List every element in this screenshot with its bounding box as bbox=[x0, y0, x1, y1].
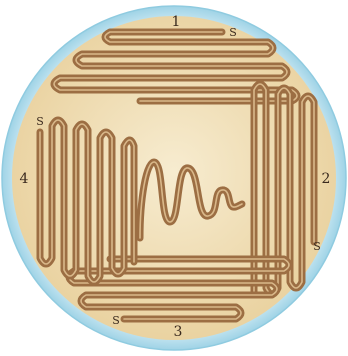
start-3-label: S bbox=[112, 314, 120, 327]
start-4-label: S bbox=[36, 115, 44, 128]
area-1-label: 1 bbox=[172, 14, 181, 30]
start-1-label: S bbox=[229, 26, 237, 39]
area-4-label: 4 bbox=[20, 171, 29, 187]
area-3-label: 3 bbox=[174, 324, 183, 340]
start-2-label: S bbox=[313, 240, 321, 253]
area-2-label: 2 bbox=[322, 171, 331, 187]
